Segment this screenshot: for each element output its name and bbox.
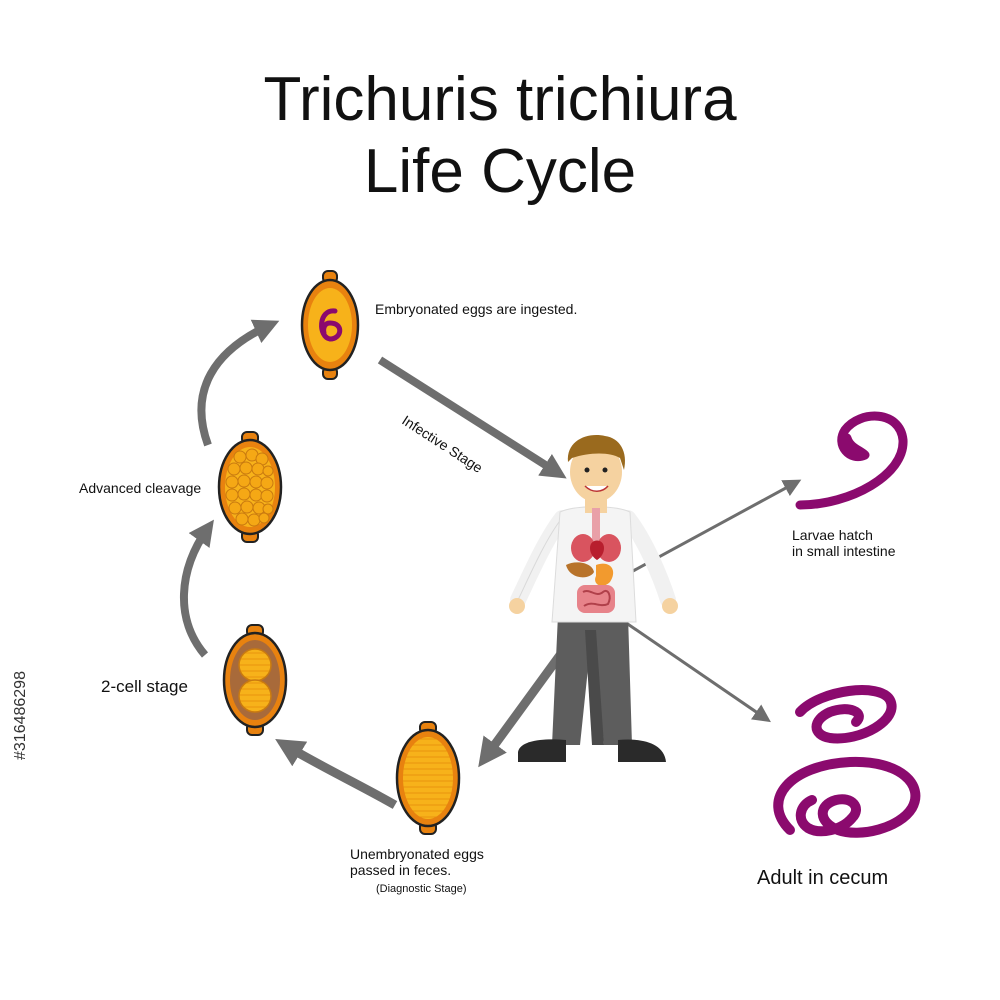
label-larvae-2: in small intestine <box>792 543 896 559</box>
title-line-1: Trichuris trichiura <box>263 65 737 134</box>
egg-unembryonated-icon <box>395 721 461 835</box>
arrow-unembryonated-to-2cell <box>275 739 398 809</box>
label-advanced-cleavage: Advanced cleavage <box>79 480 202 496</box>
arrow-embryonated-to-human <box>377 356 567 479</box>
stock-id-text: #316486298 <box>12 671 29 760</box>
label-two-cell: 2-cell stage <box>101 677 188 696</box>
label-unembryonated-2: passed in feces. <box>350 862 452 878</box>
adult-worm-icon <box>773 685 921 838</box>
arrow-2cell-to-advanced <box>179 519 214 658</box>
label-unembryonated-1: Unembryonated eggs <box>350 846 484 862</box>
human-figure-icon <box>509 435 678 762</box>
egg-embryonated-icon <box>300 270 360 380</box>
label-larvae-1: Larvae hatch <box>792 527 873 543</box>
label-diagnostic-stage: (Diagnostic Stage) <box>376 883 467 895</box>
arrow-advanced-to-embryonated <box>197 319 280 447</box>
egg-two-cell-icon <box>222 624 288 736</box>
label-embryonated: Embryonated eggs are ingested. <box>375 301 578 317</box>
egg-advanced-cleavage-icon <box>217 431 283 543</box>
title-line-2: Life Cycle <box>363 137 637 206</box>
larva-worm-icon <box>795 411 908 510</box>
label-adult-cecum: Adult in cecum <box>757 867 889 889</box>
